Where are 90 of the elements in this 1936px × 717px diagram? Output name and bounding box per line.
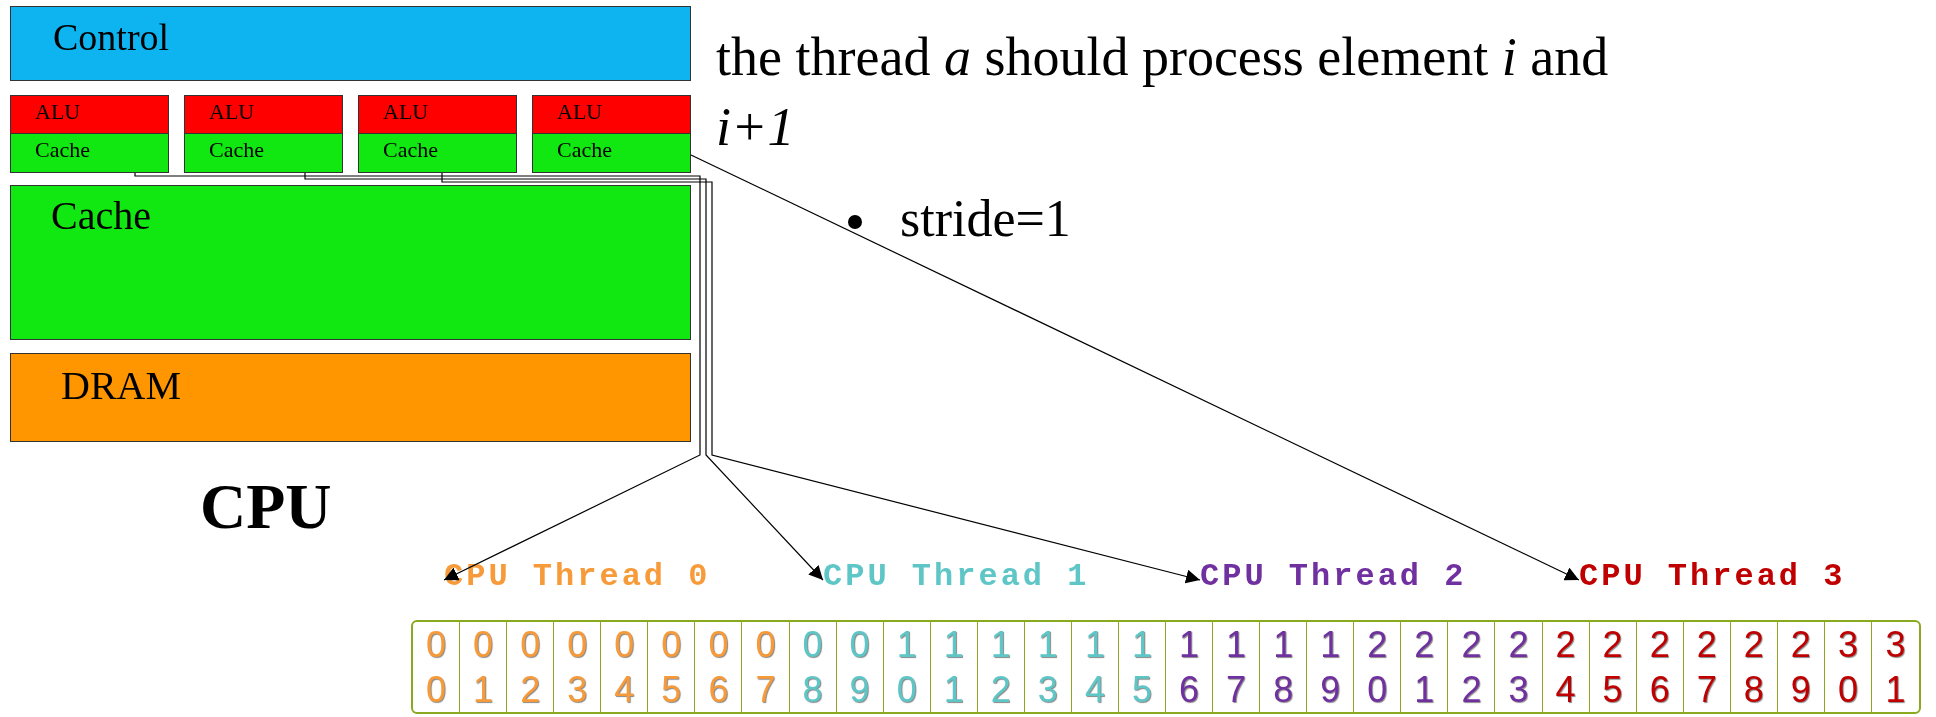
index-digit: 1 bbox=[1307, 622, 1355, 667]
index-digit: 0 bbox=[789, 622, 837, 667]
index-digit: 9 bbox=[836, 667, 884, 712]
index-digit: 5 bbox=[1589, 667, 1637, 712]
index-digit: 0 bbox=[695, 622, 743, 667]
core-block bbox=[358, 95, 517, 173]
arrow bbox=[690, 154, 1580, 581]
index-digit: 4 bbox=[601, 667, 649, 712]
index-digit: 2 bbox=[1636, 622, 1684, 667]
cache-label: Cache bbox=[11, 134, 168, 172]
core-block bbox=[184, 95, 343, 173]
index-digit: 1 bbox=[460, 667, 508, 712]
index-digit: 0 bbox=[601, 622, 649, 667]
index-digit: 0 bbox=[460, 622, 508, 667]
index-digit: 9 bbox=[1777, 667, 1825, 712]
index-digit: 7 bbox=[742, 667, 790, 712]
index-digit: 0 bbox=[648, 622, 696, 667]
index-digit: 2 bbox=[1448, 622, 1496, 667]
index-digit: 1 bbox=[883, 622, 931, 667]
alu-label: ALU bbox=[359, 96, 516, 134]
index-digit: 1 bbox=[1024, 622, 1072, 667]
cpu-title: CPU bbox=[200, 472, 332, 543]
cache-label: Cache bbox=[185, 134, 342, 172]
index-digit: 4 bbox=[1071, 667, 1119, 712]
index-digit: 3 bbox=[1884, 622, 1907, 667]
index-digit: 7 bbox=[1213, 667, 1261, 712]
core-block bbox=[532, 95, 691, 173]
core-block bbox=[10, 95, 169, 173]
index-digit: 2 bbox=[1495, 622, 1543, 667]
index-digit: 8 bbox=[789, 667, 837, 712]
index-digit: 6 bbox=[1636, 667, 1684, 712]
index-digit: 6 bbox=[695, 667, 743, 712]
control-block: Control bbox=[10, 6, 691, 81]
index-digit: 6 bbox=[1166, 667, 1214, 712]
index-digit: 2 bbox=[1730, 622, 1778, 667]
index-digit: 0 bbox=[507, 622, 555, 667]
index-digit: 2 bbox=[1589, 622, 1637, 667]
index-digit: 0 bbox=[1354, 667, 1402, 712]
thread-label: CPU Thread 1 bbox=[823, 560, 1090, 594]
index-digit: 2 bbox=[1542, 622, 1590, 667]
index-digit: 1 bbox=[1260, 622, 1308, 667]
index-digit: 1 bbox=[930, 622, 978, 667]
thread-label: CPU Thread 0 bbox=[444, 560, 711, 594]
index-digit: 3 bbox=[1024, 667, 1072, 712]
thread-label: CPU Thread 3 bbox=[1579, 560, 1846, 594]
index-digit: 2 bbox=[1354, 622, 1402, 667]
bullet-text: stride=1 bbox=[900, 190, 1071, 248]
index-digit: 2 bbox=[977, 667, 1025, 712]
arrow bbox=[441, 172, 1201, 584]
index-digit: 5 bbox=[1118, 667, 1166, 712]
index-digit: 1 bbox=[1213, 622, 1261, 667]
index-digit: 0 bbox=[883, 667, 931, 712]
index-digit: 1 bbox=[1884, 667, 1907, 712]
index-digit: 0 bbox=[742, 622, 790, 667]
body-text: the thread a should process element i and i+1 bbox=[716, 26, 1610, 160]
cache-block: Cache bbox=[10, 185, 691, 340]
index-digit: 1 bbox=[1401, 667, 1449, 712]
index-digit: 7 bbox=[1683, 667, 1731, 712]
index-digit: 1 bbox=[1071, 622, 1119, 667]
index-digit: 3 bbox=[1495, 667, 1543, 712]
arrow bbox=[304, 172, 824, 581]
index-digit: 9 bbox=[1307, 667, 1355, 712]
index-digit: 1 bbox=[977, 622, 1025, 667]
index-digit: 0 bbox=[413, 667, 461, 712]
index-digit: 1 bbox=[1118, 622, 1166, 667]
index-digit: 5 bbox=[648, 667, 696, 712]
index-digit: 2 bbox=[1401, 622, 1449, 667]
index-digit: 3 bbox=[554, 667, 602, 712]
index-digit: 3 bbox=[1824, 622, 1872, 667]
index-digit: 0 bbox=[1824, 667, 1872, 712]
thread-label: CPU Thread 2 bbox=[1200, 560, 1467, 594]
alu-label: ALU bbox=[11, 96, 168, 134]
cache-label: Cache bbox=[359, 134, 516, 172]
index-digit: 8 bbox=[1260, 667, 1308, 712]
index-digit: 2 bbox=[507, 667, 555, 712]
index-digit: 1 bbox=[1166, 622, 1214, 667]
alu-label: ALU bbox=[533, 96, 690, 134]
index-digit: 2 bbox=[1448, 667, 1496, 712]
index-digit: 4 bbox=[1542, 667, 1590, 712]
index-digit: 0 bbox=[836, 622, 884, 667]
dram-block: DRAM bbox=[10, 353, 691, 442]
index-digit: 2 bbox=[1683, 622, 1731, 667]
index-digit: 0 bbox=[413, 622, 461, 667]
index-digit: 8 bbox=[1730, 667, 1778, 712]
index-digit: 0 bbox=[554, 622, 602, 667]
cache-label: Cache bbox=[533, 134, 690, 172]
index-digit: 2 bbox=[1777, 622, 1825, 667]
index-digit: 1 bbox=[930, 667, 978, 712]
alu-label: ALU bbox=[185, 96, 342, 134]
arrow bbox=[134, 172, 701, 581]
